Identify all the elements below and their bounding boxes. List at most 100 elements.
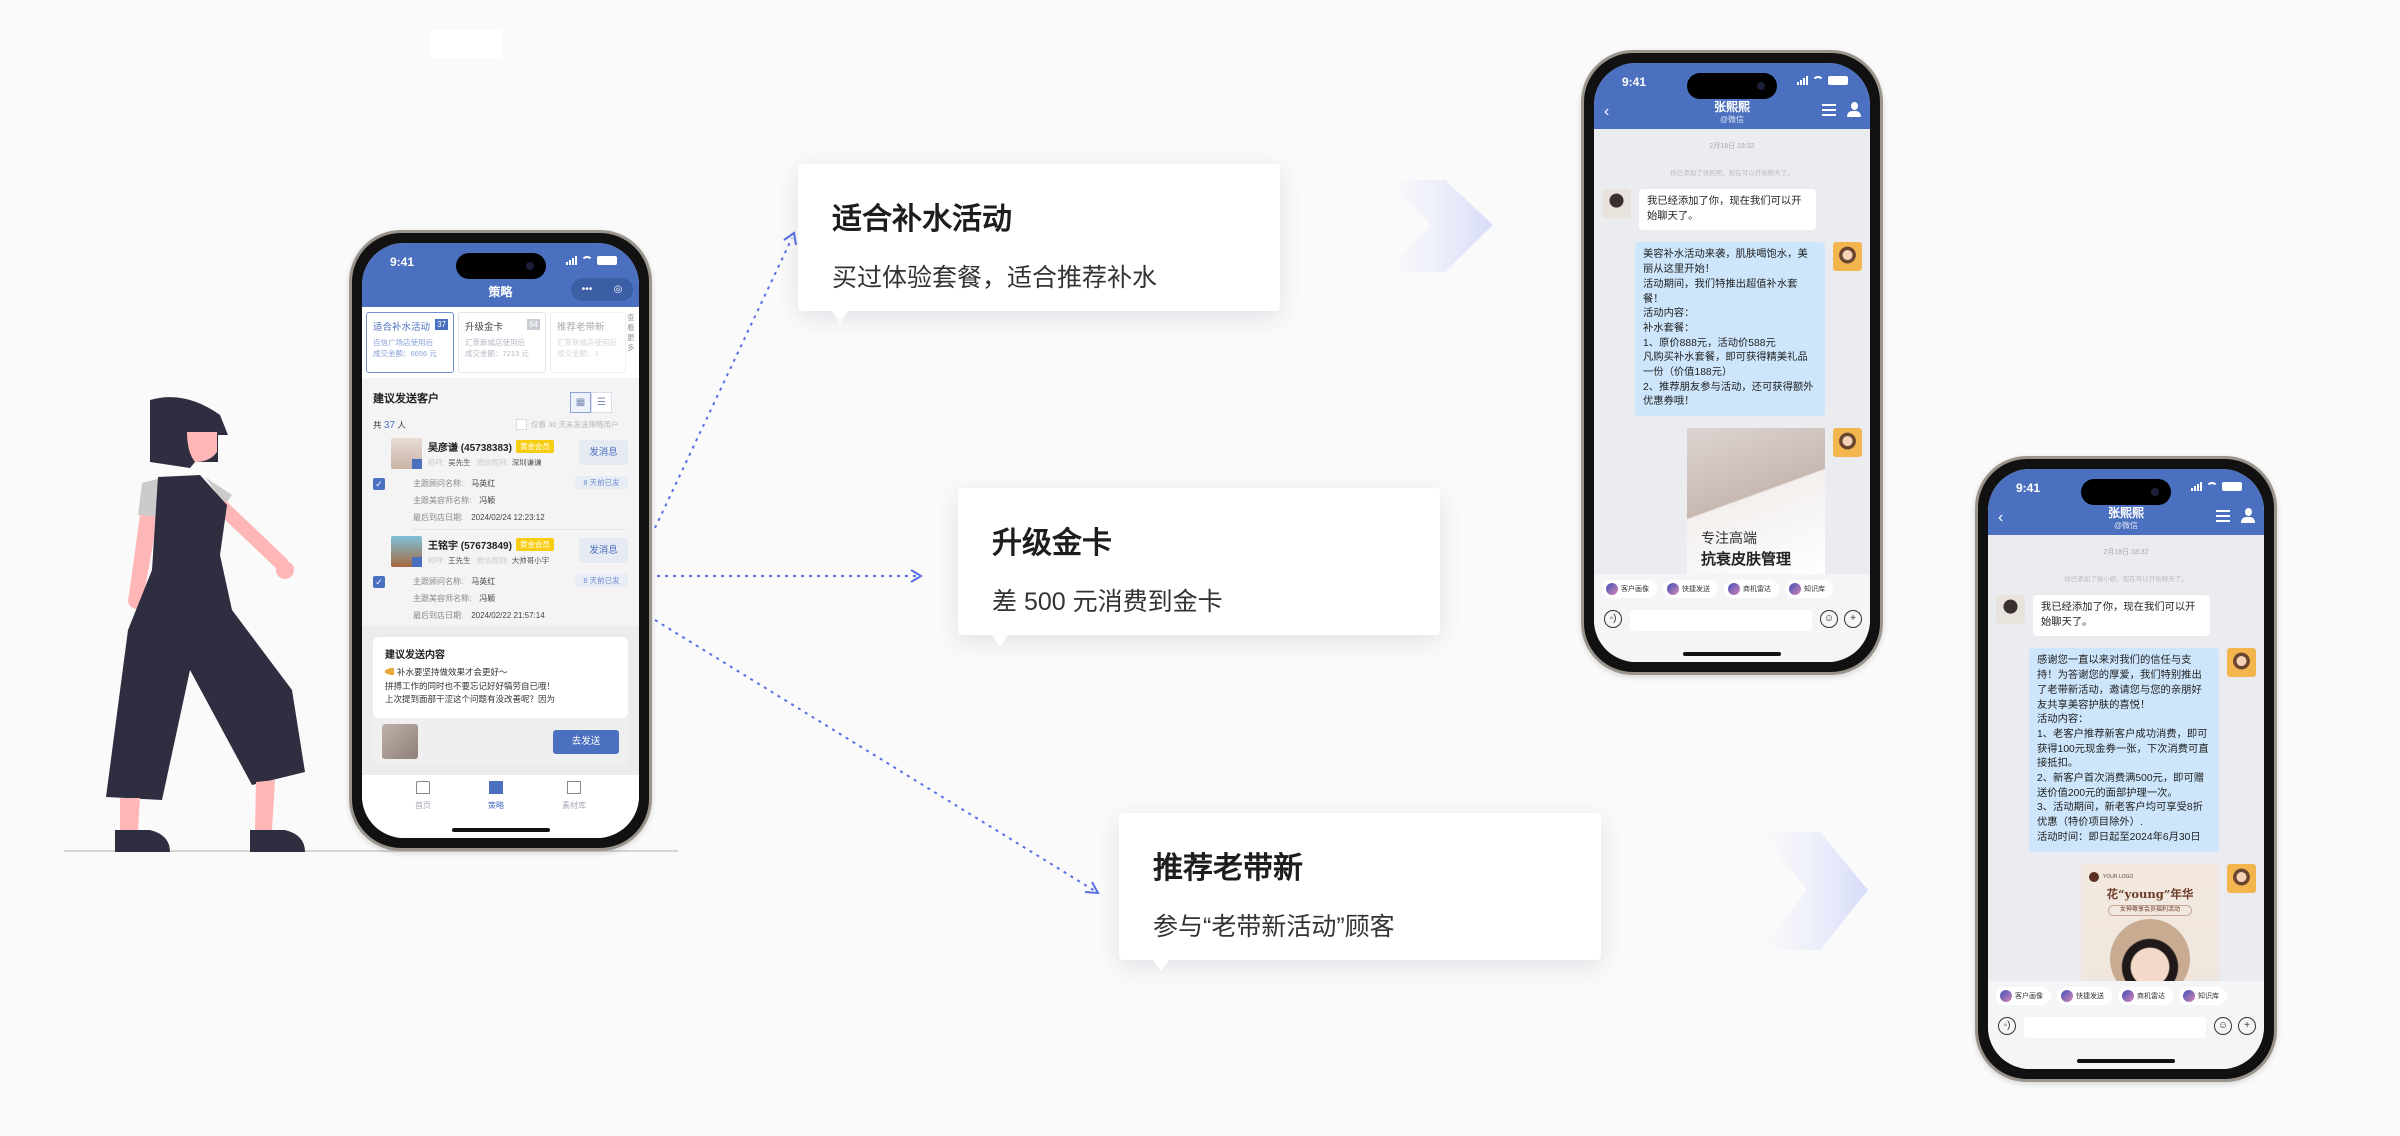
tool-icon xyxy=(1728,583,1740,595)
filter-label: 仅看 30 天未发送策略用户 xyxy=(531,420,619,429)
profile-icon[interactable] xyxy=(2241,508,2255,524)
customer-checkbox[interactable]: ✓ xyxy=(373,478,385,490)
chip-quick-send[interactable]: 快捷发送 xyxy=(2057,987,2112,1005)
divider xyxy=(413,529,626,530)
home-indicator xyxy=(2077,1059,2175,1063)
chip-customer-profile[interactable]: 客户画像 xyxy=(1602,580,1657,598)
strategy-card-line2: 成交金额：6656 元 xyxy=(373,349,437,358)
content-title: 建议发送内容 xyxy=(385,650,445,661)
megaphone-icon xyxy=(385,668,394,675)
advisor-value: 马英红 xyxy=(471,577,496,586)
wechat-value: 大帅哥小宇 xyxy=(511,556,550,565)
wifi-icon xyxy=(1812,76,1824,85)
chip-knowledge-base[interactable]: 知识库 xyxy=(1785,580,1833,598)
contact-name: 张熙熙 xyxy=(1713,100,1750,114)
sent-status-tag: 8 天前已发 xyxy=(575,574,628,587)
section-title: 建议发送客户 xyxy=(373,393,439,405)
tab-strategy[interactable]: 策略 xyxy=(476,781,516,811)
strategy-card-hydration[interactable]: 适合补水活动 37 百信广场店使用后 成交金额：6656 元 xyxy=(366,312,454,373)
dynamic-island xyxy=(2081,479,2171,505)
chip-customer-profile[interactable]: 客户画像 xyxy=(1996,987,2051,1005)
emoji-icon[interactable]: ☺ xyxy=(1820,610,1838,628)
plus-icon[interactable]: + xyxy=(2238,1017,2256,1035)
message-input[interactable] xyxy=(2024,1017,2206,1038)
library-icon xyxy=(567,781,581,794)
promo-image-text: 抗衰皮肤管理 xyxy=(1701,551,1792,569)
tool-icon xyxy=(1606,583,1618,595)
voice-icon[interactable]: ◦) xyxy=(1604,610,1622,628)
profile-icon[interactable] xyxy=(1847,102,1861,118)
tool-icon xyxy=(2000,990,2012,1002)
message-input[interactable] xyxy=(1630,610,1812,631)
back-icon[interactable]: ‹ xyxy=(1998,509,2004,526)
more-icon[interactable]: ••• xyxy=(581,284,593,295)
chat-phone-referral: ‹ 张熙熙 @微信 9:41 2月18日 18:32 你已添加了张小姐，现在可以… xyxy=(1975,456,2277,1082)
customer-sub: 称呼:王先生微信昵称:大帅哥小宇 xyxy=(428,555,555,566)
send-message-button[interactable]: 发消息 xyxy=(579,440,628,465)
grid-view-toggle[interactable]: ▦ xyxy=(570,392,591,413)
last-visit-value: 2024/02/22 21:57:14 xyxy=(471,611,545,620)
unsent-filter-checkbox[interactable]: 仅看 30 天未发送策略用户 xyxy=(516,419,619,430)
chat-footer: 客户画像 快捷发送 商机雷达 知识库 ◦) ☺ + xyxy=(1594,574,1870,662)
battery-icon xyxy=(1828,76,1848,85)
status-time: 9:41 xyxy=(1622,75,1647,89)
customer-avatar xyxy=(1602,189,1631,218)
advisor-value: 马英红 xyxy=(471,479,496,488)
list-view-toggle[interactable]: ☰ xyxy=(591,392,612,413)
see-more-link[interactable]: 查看更多 xyxy=(627,313,635,352)
callout-gold-card: 升级金卡差 500 元消费到金卡 xyxy=(958,488,1440,647)
chat-phone-hydration: ‹ 张熙熙 @微信 9:41 2月18日 18:32 你已添加了张熙熙，现在可以… xyxy=(1581,50,1883,675)
chat-date: 2月18日 18:32 xyxy=(2103,549,2149,556)
agent-avatar xyxy=(1833,242,1862,272)
last-visit-row: 最后到店日期:2024/02/24 12:23:12 xyxy=(413,512,545,523)
advisor-row: 主跟顾问名称: 马英红 xyxy=(413,576,495,587)
arrowhead-1 xyxy=(783,231,797,246)
promo-subtitle: 女神尊享会员福利活动 xyxy=(2108,904,2192,916)
miniprogram-capsule[interactable]: ••• ◎ xyxy=(571,278,633,301)
wifi-icon xyxy=(2206,482,2218,491)
customer-name-row: 王铭宇 (57673849) 黄金会员 xyxy=(428,537,554,552)
chip-quick-send[interactable]: 快捷发送 xyxy=(1663,580,1718,598)
home-indicator xyxy=(451,828,550,832)
customer-avatar xyxy=(1996,595,2025,624)
home-icon xyxy=(416,781,430,794)
wechat-label: 微信昵称: xyxy=(476,556,509,565)
close-target-icon[interactable]: ◎ xyxy=(613,284,623,295)
plus-icon[interactable]: + xyxy=(1844,610,1862,628)
filter-settings-icon[interactable] xyxy=(1822,104,1836,116)
battery-icon xyxy=(597,256,617,265)
content-image-thumbnail[interactable] xyxy=(382,724,418,759)
emoji-icon[interactable]: ☺ xyxy=(2214,1017,2232,1035)
chat-messages: 2月18日 18:32 你已添加了张小姐，现在可以开始聊天了。 我已经添加了你，… xyxy=(1988,535,2264,981)
promo-image[interactable]: 专注高端抗衰皮肤管理 xyxy=(1687,428,1825,574)
advisor-label: 主跟顾问名称: xyxy=(413,479,464,488)
go-send-button[interactable]: 去发送 xyxy=(553,730,619,754)
tab-home[interactable]: 首页 xyxy=(403,781,443,811)
received-message-row: 我已经添加了你，现在我们可以开始聊天了。 xyxy=(1996,595,2256,637)
back-icon[interactable]: ‹ xyxy=(1604,103,1610,120)
callout-title: 推荐老带新 xyxy=(1153,852,1303,885)
beautician-value: 冯颖 xyxy=(479,496,496,505)
wechat-value: 深圳谦谦 xyxy=(511,458,542,467)
wifi-icon xyxy=(581,256,593,265)
chip-label: 知识库 xyxy=(2198,993,2219,1000)
agent-avatar xyxy=(2227,863,2256,893)
chip-knowledge-base[interactable]: 知识库 xyxy=(2179,987,2227,1005)
promo-title: 花“young”年华 xyxy=(2106,886,2194,901)
chip-opportunity-radar[interactable]: 商机雷达 xyxy=(1724,580,1779,598)
advisor-label: 主跟顾问名称: xyxy=(413,577,464,586)
strategy-card-line1: 汇景新城店使用后 xyxy=(465,338,525,347)
send-message-button[interactable]: 发消息 xyxy=(579,538,628,563)
promo-image-text: 专注高端 xyxy=(1701,530,1757,547)
contact-icon xyxy=(412,459,422,469)
strategy-card-gold[interactable]: 升级金卡 64 汇景新城店使用后 成交金额：7213 元 xyxy=(458,312,546,373)
voice-icon[interactable]: ◦) xyxy=(1998,1017,2016,1035)
chip-opportunity-radar[interactable]: 商机雷达 xyxy=(2118,987,2173,1005)
tab-library[interactable]: 素材库 xyxy=(554,781,594,811)
checkbox-icon[interactable] xyxy=(516,419,527,430)
customer-checkbox[interactable]: ✓ xyxy=(373,576,385,588)
filter-settings-icon[interactable] xyxy=(2216,510,2230,522)
strategy-card-referral[interactable]: 推荐老带新 汇景新城店使用后 成交金额：1 xyxy=(550,312,626,373)
